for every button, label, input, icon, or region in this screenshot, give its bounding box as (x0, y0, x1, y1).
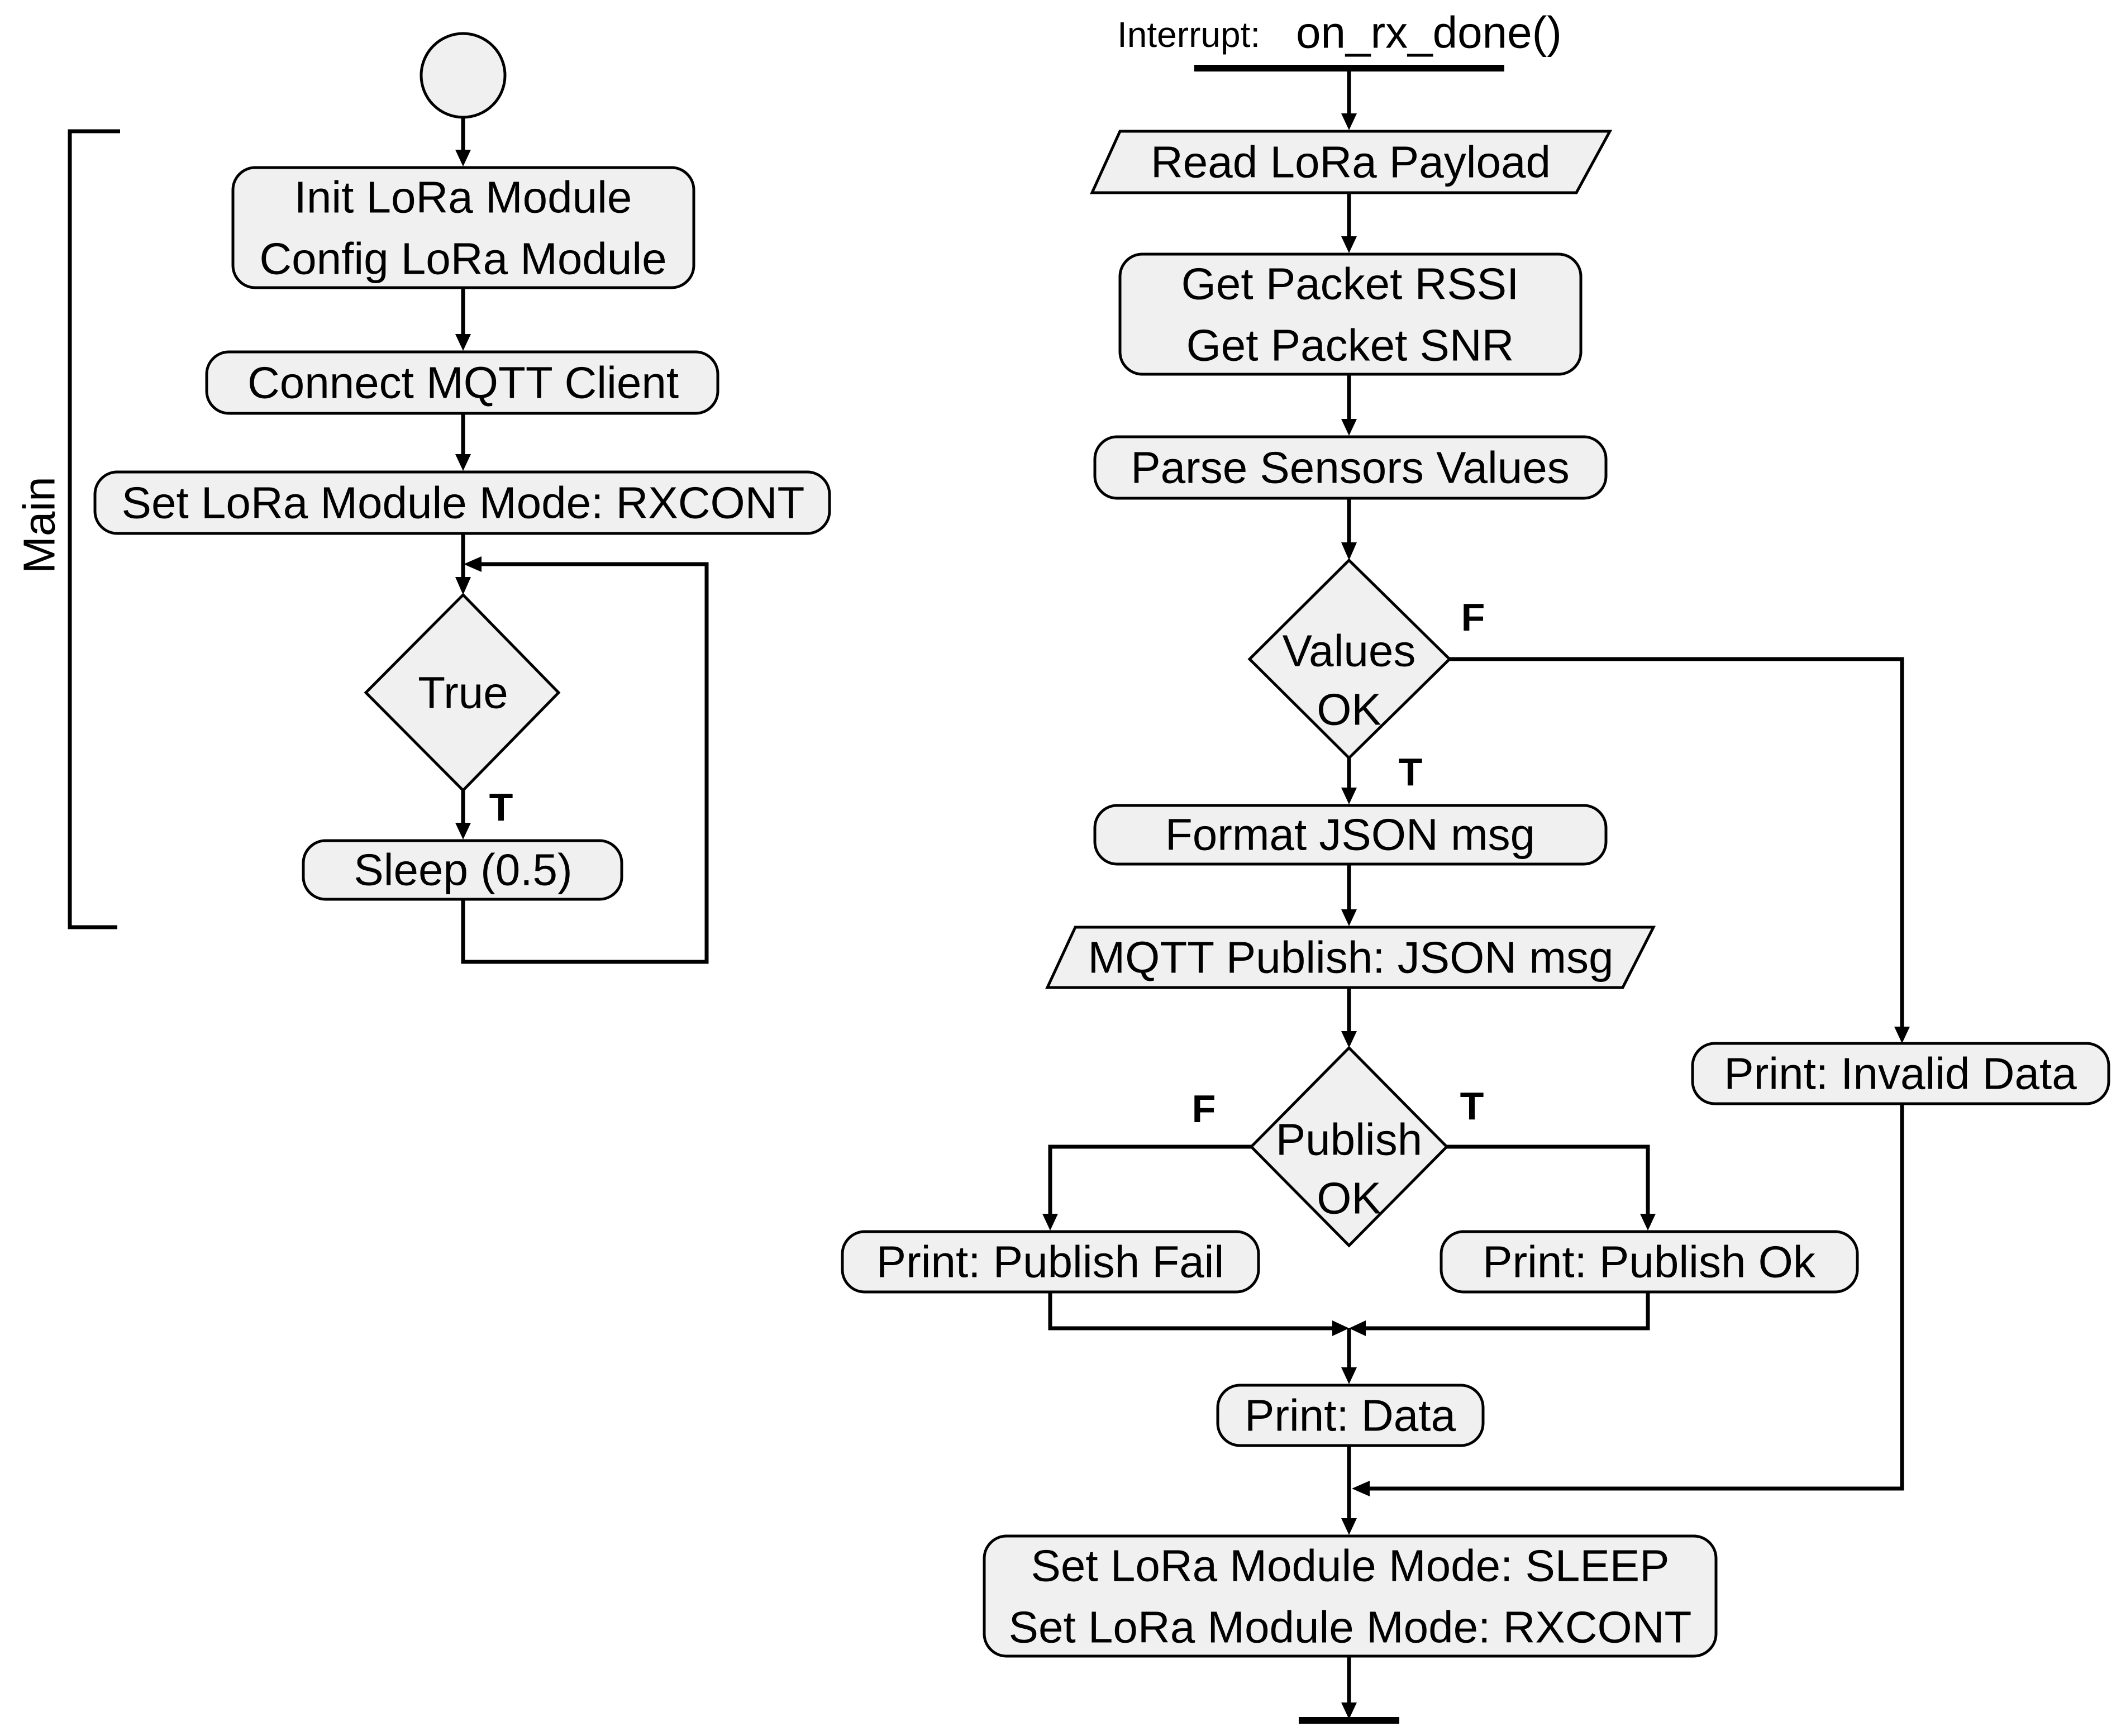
final-mode-sleep-text: Set LoRa Module Mode: SLEEP (1031, 1541, 1670, 1591)
values-true-label: T (1399, 750, 1423, 794)
arrowhead (1341, 236, 1357, 253)
arrowhead (1341, 788, 1357, 804)
publish-true-line (1447, 1144, 1650, 1215)
sleep-text: Sleep (0.5) (354, 845, 572, 895)
values-false-label: F (1461, 595, 1485, 639)
mqtt-publish-text: MQTT Publish: JSON msg (1088, 933, 1614, 983)
arrowhead (455, 454, 471, 471)
main-label: Main (15, 476, 64, 573)
start-node (420, 32, 507, 119)
arrowhead (1341, 909, 1357, 926)
mqtt-publish-box (1045, 926, 1656, 989)
final-mode-rxcont-text: Set LoRa Module Mode: RXCONT (1009, 1603, 1692, 1652)
packet-snr-text: Get Packet SNR (1186, 321, 1514, 370)
values-ok-text-2: OK (1317, 685, 1381, 735)
print-publish-ok-text: Print: Publish Ok (1483, 1237, 1816, 1287)
print-publish-fail-text: Print: Publish Fail (876, 1237, 1224, 1287)
publish-ok-text-1: Publish (1276, 1115, 1422, 1165)
loop-true-label: T (489, 785, 513, 829)
loop-back-line (461, 562, 709, 964)
publish-false-line (1048, 1144, 1251, 1215)
values-ok-text-1: Values (1283, 626, 1416, 676)
read-payload-text: Read LoRa Payload (1151, 137, 1551, 187)
print-data-text: Print: Data (1245, 1391, 1456, 1441)
arrowhead (1332, 1320, 1349, 1336)
values-false-line (1450, 657, 1904, 1028)
parse-values-text: Parse Sensors Values (1131, 443, 1570, 493)
publish-true-label: T (1460, 1084, 1484, 1128)
connect-mqtt-text: Connect MQTT Client (247, 358, 679, 408)
arrowhead (464, 556, 482, 572)
arrowhead (1341, 1031, 1357, 1048)
interrupt-handler: on_rx_done() (1296, 8, 1562, 58)
main-bracket (68, 129, 120, 929)
arrowhead (1349, 1320, 1366, 1336)
arrowhead (1341, 419, 1357, 436)
merge-line-left (1048, 1292, 1335, 1330)
publish-ok-text-2: OK (1317, 1174, 1381, 1223)
set-mode-rxcont-text: Set LoRa Module Mode: RXCONT (122, 478, 805, 528)
arrowhead (455, 577, 471, 595)
merge-line-right (1363, 1292, 1650, 1330)
publish-false-label: F (1192, 1087, 1216, 1131)
arrowhead (1341, 1518, 1357, 1535)
true-decision-text: True (418, 668, 508, 718)
arrowhead (1894, 1027, 1910, 1043)
arrowhead (1042, 1214, 1058, 1231)
packet-rssi-text: Get Packet RSSI (1181, 259, 1519, 309)
arrowhead (455, 334, 471, 351)
interrupt-prefix: Interrupt: (1117, 15, 1260, 55)
read-payload-box (1090, 130, 1613, 194)
arrowhead (455, 823, 471, 840)
print-invalid-data-text: Print: Invalid Data (1724, 1049, 2077, 1099)
arrowhead (1640, 1214, 1656, 1231)
arrowhead (455, 150, 471, 166)
publish-ok-decision (1249, 1046, 1449, 1248)
format-json-text: Format JSON msg (1165, 810, 1535, 860)
config-lora-text: Config LoRa Module (259, 234, 666, 284)
invalid-return-line (1369, 1104, 1904, 1491)
arrowhead (1341, 542, 1357, 560)
arrowhead (1352, 1481, 1370, 1496)
arrowhead (1341, 1702, 1357, 1719)
arrowhead (1341, 113, 1357, 130)
init-lora-text: Init LoRa Module (294, 173, 632, 222)
arrowhead (1341, 1367, 1357, 1384)
